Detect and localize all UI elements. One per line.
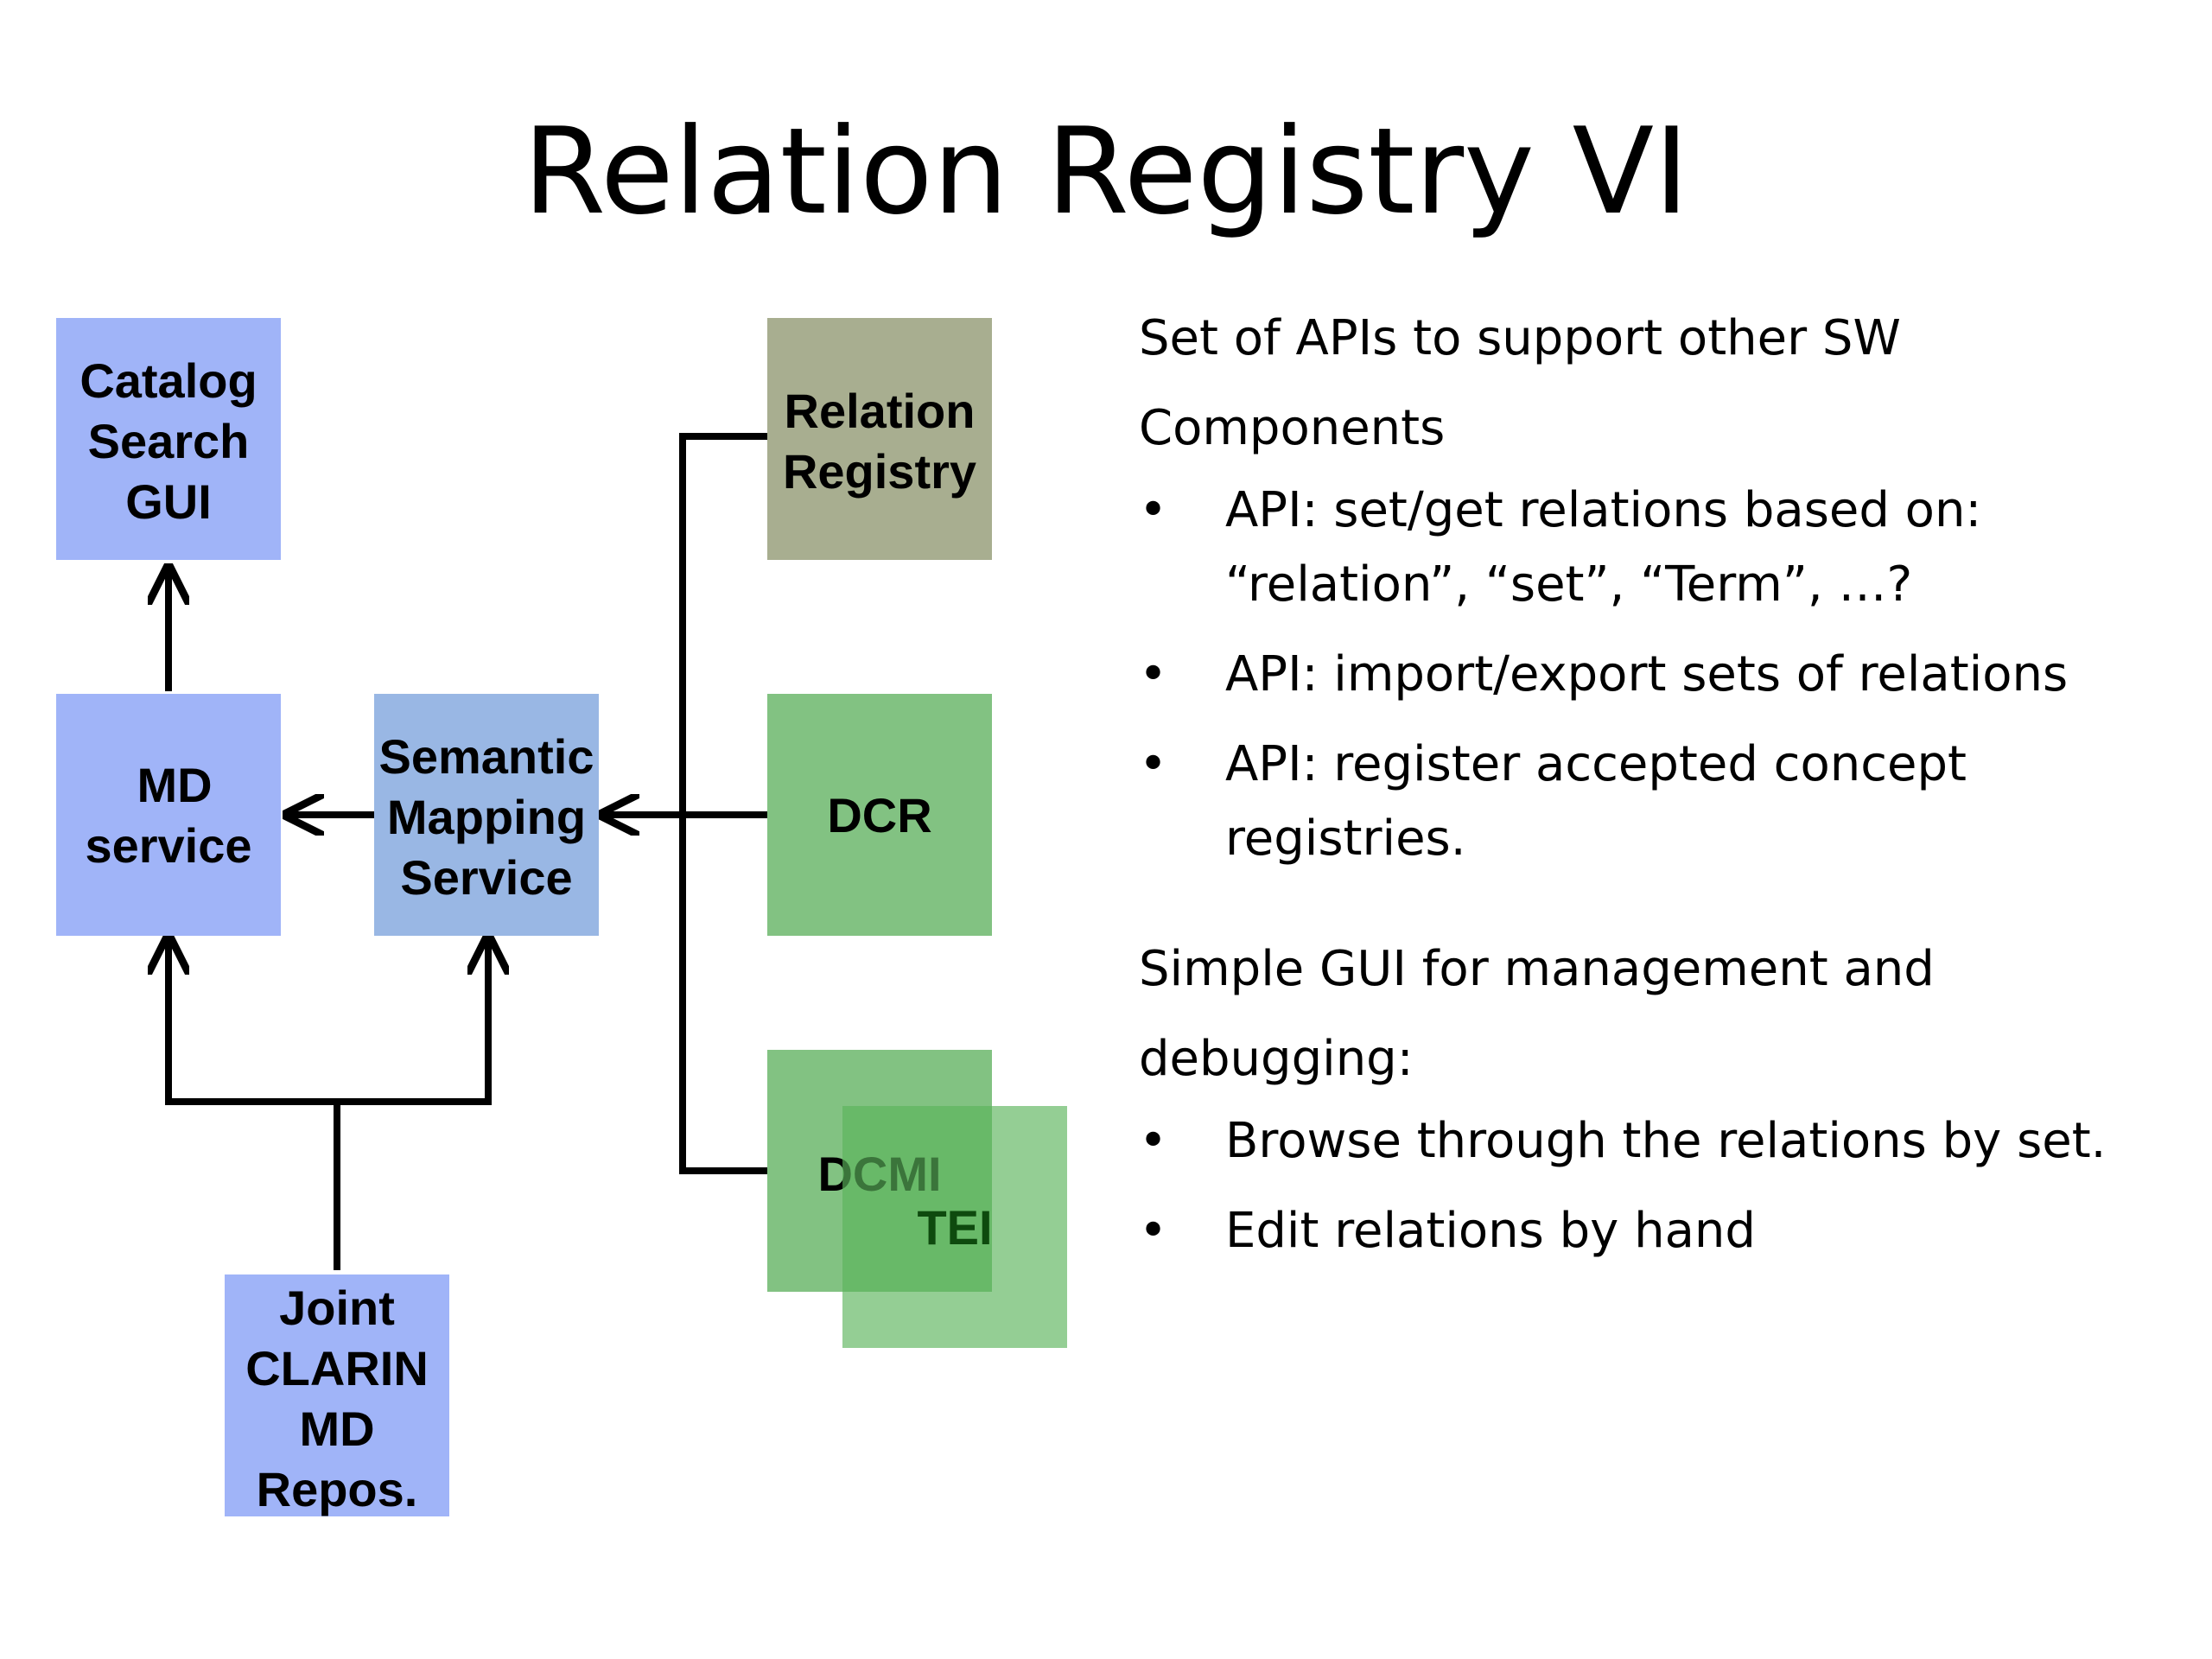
connectors [165, 433, 767, 1270]
catalog-label-line-1: Catalog [79, 353, 257, 408]
joint-clarin-md-repos-box: Joint CLARIN MD Repos. [225, 1274, 449, 1516]
dcr-box: DCR [767, 694, 992, 936]
api-intro-text: Set of APIs to support other SW Componen… [1139, 310, 1901, 456]
description-panel: Set of APIs to support other SW Componen… [1139, 294, 2193, 1284]
list-item: • API: import/export sets of relations [1139, 638, 2193, 712]
relation-registry-box: Relation Registry [767, 318, 992, 560]
bullet-icon: • [1139, 482, 1168, 538]
md-service-label-line-2: service [85, 818, 251, 873]
relation-registry-label-line-1: Relation [785, 384, 976, 438]
joint-label-line-4: Repos. [257, 1462, 418, 1516]
bullet-icon: • [1139, 1113, 1168, 1169]
list-item: • API: set/get relations based on: “rela… [1139, 474, 2193, 622]
dcr-label: DCR [827, 788, 931, 842]
catalog-label-line-3: GUI [125, 474, 212, 529]
bullet-text: Browse through the relations by set. [1225, 1113, 2107, 1169]
slide-title: Relation Registry VI [523, 102, 1689, 241]
registry-bus-line [679, 433, 767, 1174]
bullet-icon: • [1139, 646, 1168, 702]
semantic-label-line-1: Semantic [379, 729, 594, 784]
tei-label: TEI [917, 1200, 992, 1255]
gui-intro-text: Simple GUI for management and debugging: [1139, 941, 1935, 1087]
tei-box: TEI [842, 1106, 1067, 1348]
semantic-label-line-3: Service [400, 850, 572, 905]
bullet-icon: • [1139, 1203, 1168, 1259]
catalog-search-gui-box: Catalog Search GUI [56, 318, 281, 560]
api-bullet-list: • API: set/get relations based on: “rela… [1139, 474, 2193, 876]
md-service-label-line-1: MD [137, 758, 212, 812]
catalog-label-line-2: Search [88, 414, 250, 468]
semantic-mapping-service-box: Semantic Mapping Service [374, 694, 599, 936]
bullet-text: API: set/get relations based on: “relati… [1225, 482, 1982, 613]
joint-label-line-3: MD [299, 1402, 374, 1456]
gui-section: Simple GUI for management and debugging:… [1139, 925, 2193, 1268]
bullet-icon: • [1139, 736, 1168, 792]
bullet-text: Edit relations by hand [1225, 1203, 1756, 1259]
bullet-text: API: import/export sets of relations [1225, 646, 2069, 702]
bullet-text: API: register accepted concept registrie… [1225, 736, 1967, 867]
gui-bullet-list: • Browse through the relations by set. •… [1139, 1104, 2193, 1268]
list-item: • API: register accepted concept registr… [1139, 728, 2193, 876]
list-item: • Browse through the relations by set. [1139, 1104, 2193, 1179]
list-item: • Edit relations by hand [1139, 1194, 2193, 1268]
joint-split-line [165, 940, 492, 1105]
relation-registry-label-line-2: Registry [783, 444, 976, 499]
semantic-label-line-2: Mapping [387, 790, 586, 844]
architecture-diagram: Catalog Search GUI MD service Semantic M… [56, 318, 1067, 1516]
md-service-box: MD service [56, 694, 281, 936]
joint-label-line-1: Joint [279, 1281, 395, 1335]
joint-label-line-2: CLARIN [245, 1341, 429, 1395]
